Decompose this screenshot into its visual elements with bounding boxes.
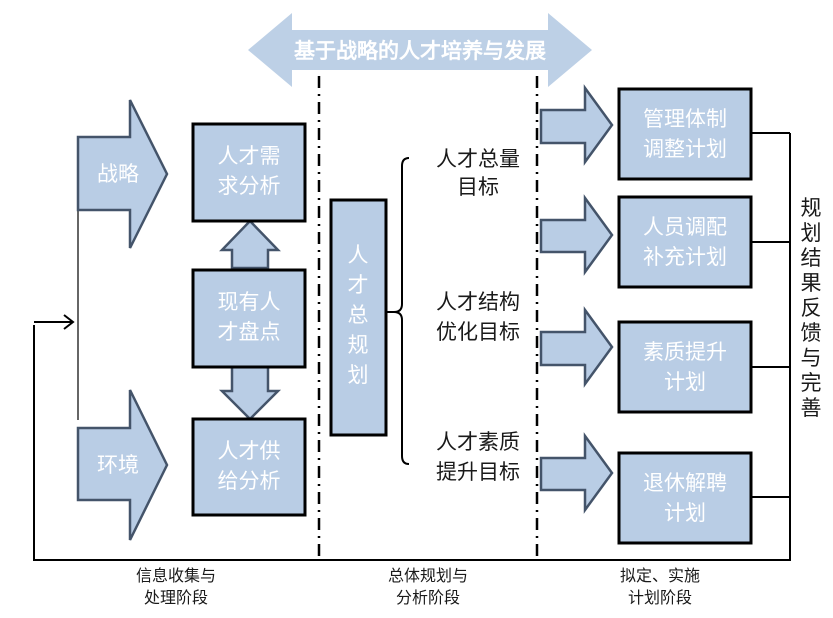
plan-box-staffing-line2: 补充计划 xyxy=(643,245,727,269)
analysis-box-supply: 人才供 给分析 xyxy=(191,417,307,517)
analysis-box-inventory-line2: 才盘点 xyxy=(218,320,281,344)
feedback-char: 规 xyxy=(801,196,822,220)
stage-label-implementation-line1: 拟定、实施 xyxy=(620,566,700,585)
banner-double-arrow: 基于战略的人才培养与发展 xyxy=(248,13,592,87)
goal-structure: 人才结构 优化目标 xyxy=(436,290,520,344)
plan-box-management-line1: 管理体制 xyxy=(643,107,727,131)
analysis-box-demand-line1: 人才需 xyxy=(218,144,281,168)
goal-total: 人才总量 目标 xyxy=(436,147,520,199)
stage-label-info-line2: 处理阶段 xyxy=(144,588,208,607)
master-plan-char: 划 xyxy=(348,363,369,387)
plan-arrow-icon xyxy=(539,306,614,388)
stage-label-planning-line2: 分析阶段 xyxy=(396,588,460,607)
plan-arrow-icon xyxy=(539,194,614,276)
master-plan-char: 规 xyxy=(348,333,369,357)
analysis-box-demand-line2: 求分析 xyxy=(218,174,281,198)
goal-quality-line1: 人才素质 xyxy=(436,430,520,454)
goal-structure-line1: 人才结构 xyxy=(436,290,520,314)
goal-quality-line2: 提升目标 xyxy=(436,460,520,484)
feedback-label: 规 划 结 果 反 馈 与 完 善 xyxy=(801,196,822,420)
plan-arrow-icon xyxy=(539,84,614,166)
feedback-char: 结 xyxy=(801,246,822,270)
feedback-arrowhead-icon xyxy=(63,314,75,330)
up-arrow-icon xyxy=(219,219,281,270)
plan-box-staffing: 人员调配 补充计划 xyxy=(617,195,753,289)
goal-quality: 人才素质 提升目标 xyxy=(436,430,520,484)
banner-label: 基于战略的人才培养与发展 xyxy=(294,38,546,63)
input-arrow-strategy: 战略 xyxy=(76,99,169,249)
feedback-char: 善 xyxy=(801,396,822,420)
plan-box-quality-line1: 素质提升 xyxy=(643,340,727,364)
goals-brace xyxy=(386,157,410,465)
analysis-box-supply-line2: 给分析 xyxy=(218,469,281,493)
input-arrow-environment: 环境 xyxy=(76,389,169,541)
feedback-char: 划 xyxy=(801,221,822,245)
plan-box-management-line2: 调整计划 xyxy=(643,137,727,161)
stage-label-implementation: 拟定、实施 计划阶段 xyxy=(620,566,700,607)
plan-box-retirement-line2: 计划 xyxy=(664,501,706,525)
plan-box-quality: 素质提升 计划 xyxy=(617,320,753,414)
input-label-strategy: 战略 xyxy=(97,162,139,186)
goal-structure-line2: 优化目标 xyxy=(436,320,520,344)
stage-label-planning-line1: 总体规划与 xyxy=(388,566,468,585)
feedback-char: 馈 xyxy=(801,321,822,345)
stage-label-implementation-line2: 计划阶段 xyxy=(628,588,692,607)
down-arrow-icon xyxy=(218,365,282,421)
plan-box-retirement-line1: 退休解聘 xyxy=(643,471,727,495)
feedback-char: 完 xyxy=(801,371,822,395)
goal-total-line1: 人才总量 xyxy=(436,147,520,171)
stage-label-planning: 总体规划与 分析阶段 xyxy=(388,566,468,607)
stage-label-info-line1: 信息收集与 xyxy=(136,566,216,585)
plan-box-management: 管理体制 调整计划 xyxy=(617,87,753,181)
plan-box-quality-line2: 计划 xyxy=(664,370,706,394)
feedback-loop-line xyxy=(33,180,791,561)
analysis-box-demand: 人才需 求分析 xyxy=(191,122,307,223)
analysis-box-inventory-line1: 现有人 xyxy=(218,290,281,314)
feedback-char: 与 xyxy=(801,346,822,370)
analysis-box-inventory: 现有人 才盘点 xyxy=(191,268,307,369)
feedback-char: 反 xyxy=(801,296,822,320)
plan-box-staffing-line1: 人员调配 xyxy=(643,215,727,239)
master-plan-char: 才 xyxy=(348,273,369,297)
plan-arrow-icon xyxy=(539,432,614,514)
feedback-char: 果 xyxy=(801,271,822,295)
goal-total-line2: 目标 xyxy=(457,175,499,199)
input-label-environment: 环境 xyxy=(97,453,139,477)
master-plan-box: 人 才 总 规 划 xyxy=(329,198,388,437)
master-plan-char: 人 xyxy=(348,243,369,267)
analysis-box-supply-line1: 人才供 xyxy=(218,439,281,463)
stage-label-info: 信息收集与 处理阶段 xyxy=(136,566,216,607)
master-plan-char: 总 xyxy=(348,303,369,327)
plan-box-retirement: 退休解聘 计划 xyxy=(617,451,753,545)
